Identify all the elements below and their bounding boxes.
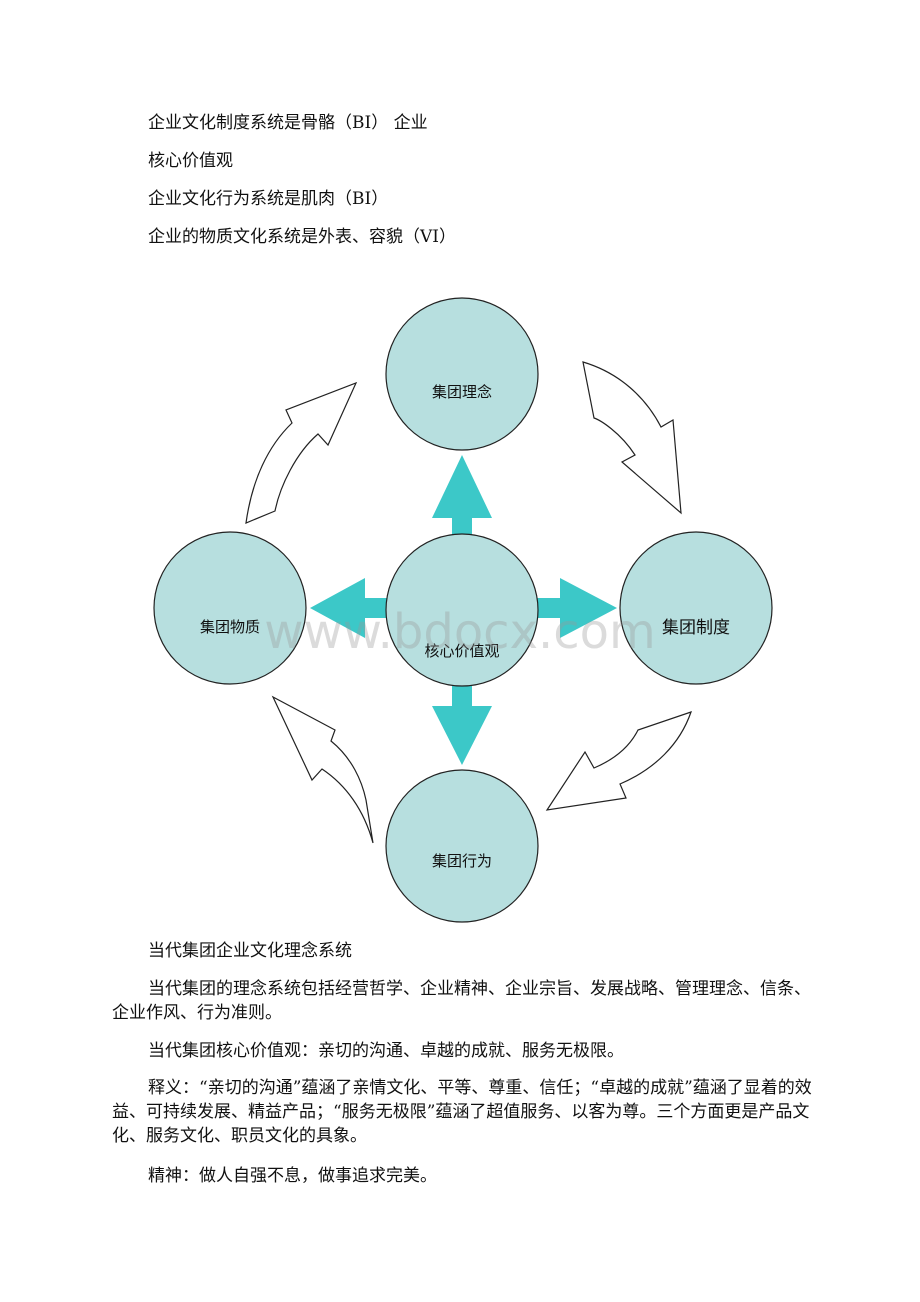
block-arrow-down xyxy=(432,685,492,765)
watermark-text: www.bdocx.com xyxy=(264,604,656,660)
intro-line-2: 核心价值观 xyxy=(148,151,233,171)
curved-arrow-bottom-right xyxy=(545,711,692,811)
circle-left-label: 集团物质 xyxy=(200,618,260,636)
section-heading: 当代集团企业文化理念系统 xyxy=(148,941,352,961)
circle-right: 集团制度 xyxy=(619,531,773,685)
curved-arrow-bottom-left xyxy=(271,695,374,844)
block-arrow-right xyxy=(537,578,617,638)
paragraph-3: 释义：“亲切的沟通”蕴涵了亲情文化、平等、尊重、信任；“卓越的成就”蕴涵了显着的… xyxy=(112,1078,812,1146)
paragraph-4: 精神：做人自强不息，做事追求完美。 xyxy=(148,1166,437,1186)
curved-arrow-top-left xyxy=(245,381,358,524)
circle-right-label: 集团制度 xyxy=(662,618,730,638)
circle-left: 集团物质 xyxy=(153,531,307,685)
paragraph-2: 当代集团核心价值观：亲切的沟通、卓越的成就、服务无极限。 xyxy=(148,1041,624,1061)
block-arrow-left xyxy=(310,578,388,638)
intro-line-3: 企业文化行为系统是肌肉（BI） xyxy=(148,189,389,209)
core-values-diagram: 集团理念 集团制度 集团行为 集团物质 核心价值观 www.bdocx.com xyxy=(153,297,773,923)
paragraph-1: 当代集团的理念系统包括经营哲学、企业精神、企业宗旨、发展战略、管理理念、信条、企… xyxy=(112,979,811,1023)
circle-bottom-label: 集团行为 xyxy=(432,852,492,870)
circle-center-label: 核心价值观 xyxy=(424,642,499,660)
intro-line-1: 企业文化制度系统是骨骼（BI） 企业 xyxy=(148,113,428,133)
intro-line-4: 企业的物质文化系统是外表、容貌（VI） xyxy=(148,227,456,247)
curved-arrow-top-right xyxy=(582,361,682,515)
circle-top-label: 集团理念 xyxy=(432,383,492,401)
circle-center: 核心价值观 xyxy=(385,533,539,687)
block-arrow-up xyxy=(432,455,492,540)
circle-bottom: 集团行为 xyxy=(385,769,539,923)
circle-top: 集团理念 xyxy=(385,297,539,451)
